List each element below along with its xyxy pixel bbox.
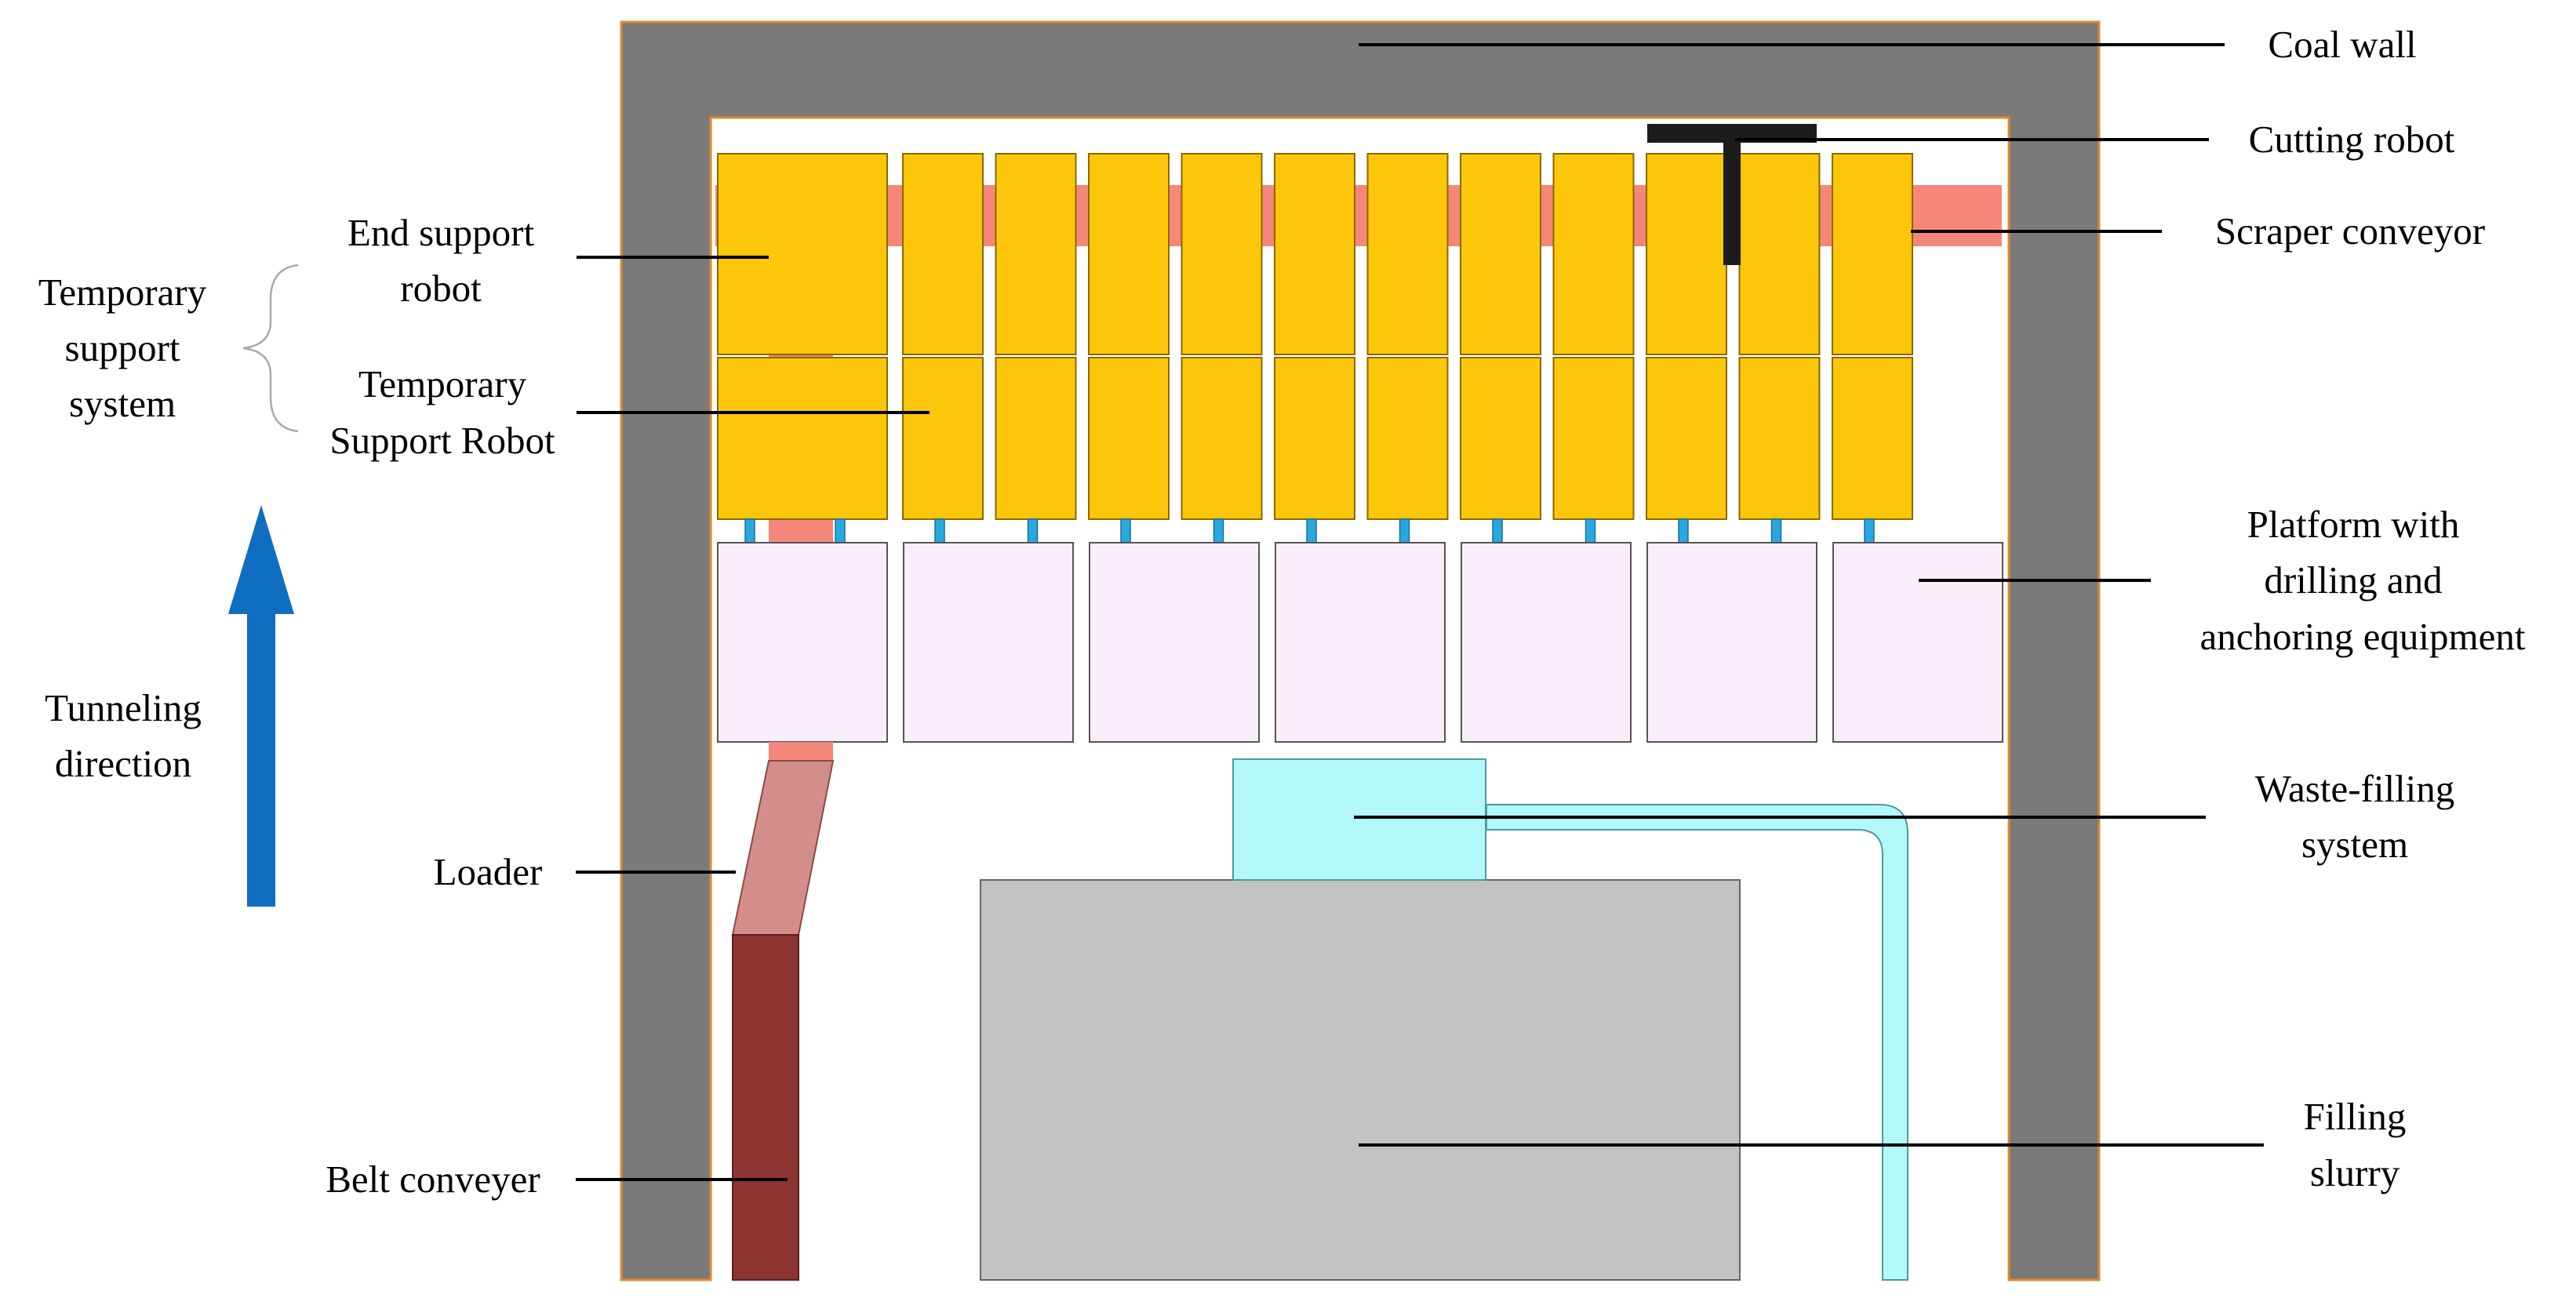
label-slurry-2: slurry bbox=[2310, 1151, 2400, 1194]
loader bbox=[731, 760, 835, 936]
bracket bbox=[242, 264, 299, 433]
temporary-support-robot-front bbox=[1646, 153, 1727, 355]
label-coal-wall: Coal wall bbox=[2268, 23, 2416, 66]
label-waste-1: Waste-filling bbox=[2255, 767, 2455, 810]
label-temp-system-1: Temporary bbox=[38, 271, 207, 314]
hydraulic-leg bbox=[1213, 518, 1224, 543]
label-temp-robot-1: Temporary bbox=[358, 362, 527, 405]
label-end-support-1: End support bbox=[347, 211, 535, 254]
temporary-support-robot-front bbox=[1366, 153, 1449, 355]
drilling-anchoring-platform bbox=[717, 542, 888, 743]
loader-connector bbox=[769, 742, 833, 761]
drilling-anchoring-platform bbox=[1275, 542, 1446, 743]
end-support-robot-front bbox=[717, 153, 888, 355]
hydraulic-leg bbox=[1120, 518, 1131, 543]
cutting-robot-arm bbox=[1723, 133, 1741, 265]
temporary-support-robot-rear bbox=[1646, 357, 1727, 520]
temporary-support-robot-rear bbox=[1088, 357, 1170, 520]
hydraulic-leg bbox=[835, 518, 846, 543]
end-support-robot-rear bbox=[717, 357, 888, 520]
temporary-support-robot-rear bbox=[1181, 357, 1263, 520]
temporary-support-robot-front bbox=[1088, 153, 1170, 355]
label-loader: Loader bbox=[434, 850, 543, 893]
label-waste-2: system bbox=[2301, 823, 2408, 866]
temporary-support-robot-rear bbox=[1274, 357, 1355, 520]
temporary-support-robot-rear bbox=[1832, 357, 1913, 520]
temporary-support-robot-front bbox=[902, 153, 984, 355]
label-temp-system-2: support bbox=[65, 326, 180, 369]
support-robots bbox=[717, 153, 1913, 520]
temporary-support-robot-front bbox=[1460, 153, 1541, 355]
temporary-support-robot-front bbox=[1552, 153, 1635, 355]
temporary-support-robot-rear bbox=[1366, 357, 1449, 520]
hydraulic-leg bbox=[934, 518, 945, 543]
hydraulic-leg bbox=[1678, 518, 1689, 543]
temporary-support-robot-front bbox=[1738, 153, 1821, 355]
temporary-support-robot-front bbox=[1274, 153, 1355, 355]
tunneling-direction-arrow bbox=[228, 505, 294, 907]
temporary-support-robot-rear bbox=[1552, 357, 1635, 520]
label-belt-conveyer: Belt conveyer bbox=[326, 1158, 540, 1201]
temporary-support-robot-rear bbox=[1738, 357, 1821, 520]
drilling-platforms bbox=[717, 542, 2003, 761]
filling-slurry bbox=[980, 879, 1741, 1281]
hydraulic-leg bbox=[1585, 518, 1596, 543]
label-temp-system-3: system bbox=[69, 382, 176, 425]
drilling-anchoring-platform bbox=[1089, 542, 1260, 743]
hydraulic-leg bbox=[1306, 518, 1317, 543]
leader-lines bbox=[576, 43, 2264, 1181]
temporary-support-robot-front bbox=[1181, 153, 1263, 355]
temporary-support-robot-front bbox=[995, 153, 1077, 355]
label-scraper-conveyor: Scraper conveyor bbox=[2215, 209, 2485, 253]
label-tunneling-1: Tunneling bbox=[45, 686, 202, 729]
hydraulic-leg bbox=[1027, 518, 1039, 543]
label-slurry-1: Filling bbox=[2304, 1095, 2407, 1138]
hydraulic-leg bbox=[1492, 518, 1503, 543]
drilling-anchoring-platform bbox=[903, 542, 1074, 743]
label-cutting-robot: Cutting robot bbox=[2249, 118, 2455, 161]
labels: Coal wall Cutting robot Scraper conveyor… bbox=[38, 23, 2526, 1201]
drilling-anchoring-platform bbox=[1461, 542, 1632, 743]
label-platform-2: drilling and bbox=[2264, 558, 2442, 602]
label-platform-1: Platform with bbox=[2247, 503, 2460, 546]
hydraulic-leg bbox=[1399, 518, 1410, 543]
waste-filling-pipe bbox=[1486, 804, 1908, 1281]
belt-conveyer bbox=[732, 934, 799, 1281]
temporary-support-robot-rear bbox=[1460, 357, 1541, 520]
drilling-anchoring-platform bbox=[1646, 542, 1817, 743]
coal-wall bbox=[620, 20, 2101, 1281]
waste-filling-system bbox=[1232, 758, 1486, 881]
drilling-anchoring-platform bbox=[1832, 542, 2003, 743]
hydraulic-leg bbox=[1864, 518, 1875, 543]
label-platform-3: anchoring equipment bbox=[2199, 615, 2525, 658]
label-tunneling-2: direction bbox=[55, 742, 191, 785]
temporary-support-robot-rear bbox=[995, 357, 1077, 520]
hydraulic-legs bbox=[744, 518, 1875, 543]
label-temp-robot-2: Support Robot bbox=[329, 419, 555, 462]
hydraulic-leg bbox=[744, 518, 755, 543]
temporary-support-robot-front bbox=[1832, 153, 1913, 355]
label-end-support-2: robot bbox=[400, 267, 482, 310]
temporary-support-robot-rear bbox=[902, 357, 984, 520]
hydraulic-leg bbox=[1770, 518, 1782, 543]
coal-wall-shape bbox=[620, 20, 2101, 1281]
